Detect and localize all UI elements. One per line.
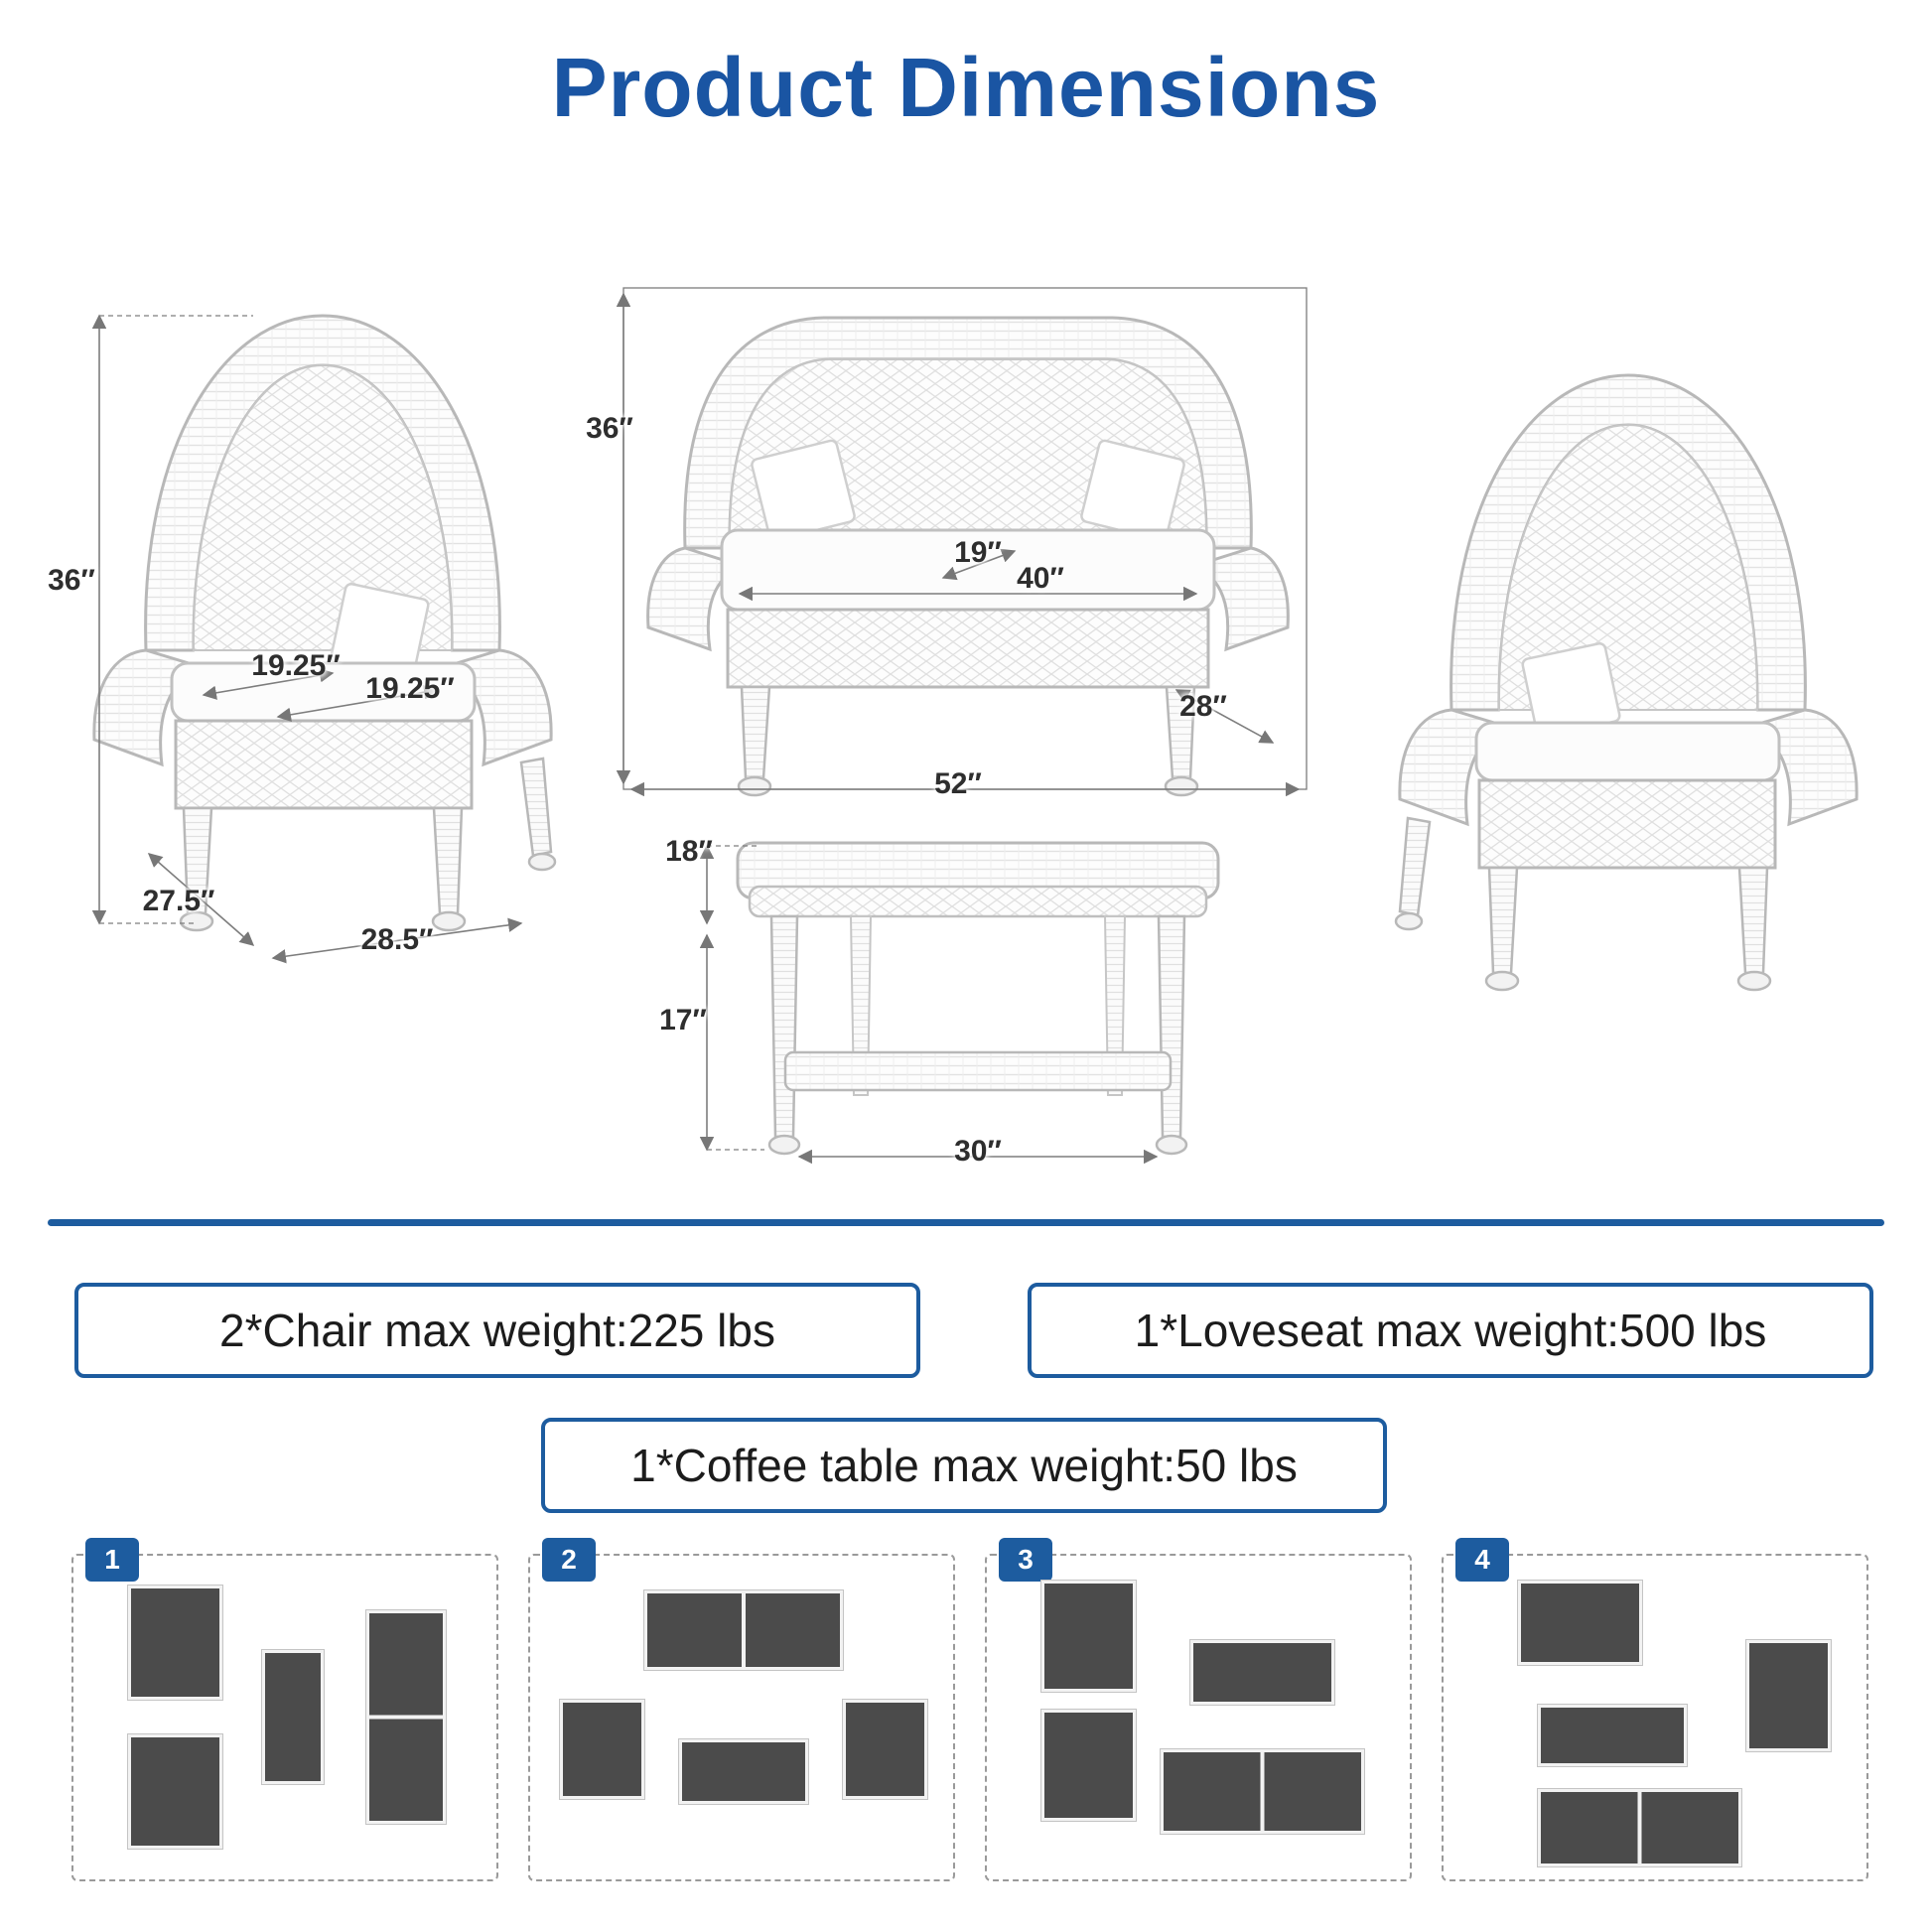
dim-table-width: 30″ [954, 1135, 1002, 1168]
chair-piece [559, 1699, 645, 1800]
table-piece [1189, 1639, 1335, 1706]
dim-table-height: 17″ [659, 1004, 707, 1036]
section-divider [48, 1219, 1884, 1226]
layout-option-1: 1 [71, 1538, 498, 1881]
layout-option-4: 4 [1442, 1538, 1868, 1881]
dim-chair-seat-width: 19.25″ [365, 672, 455, 705]
dim-chair-depth: 27.5″ [142, 885, 215, 917]
table-weight-note: 1*Coffee table max weight:50 lbs [541, 1418, 1387, 1513]
chair-piece [1040, 1709, 1137, 1822]
coffee-table-illustration [736, 841, 1220, 1156]
dim-chair-seat-depth: 19.25″ [251, 649, 341, 682]
dim-loveseat-height: 36″ [586, 412, 633, 445]
table-piece [678, 1738, 809, 1805]
dim-chair-height: 36″ [48, 564, 95, 597]
chair-piece [127, 1733, 223, 1850]
chair-piece [842, 1699, 928, 1800]
loveseat-weight-note: 1*Loveseat max weight:500 lbs [1028, 1283, 1873, 1378]
loveseat-piece [1537, 1788, 1742, 1867]
layout-option-3: 3 [985, 1538, 1412, 1881]
chair-weight-text: 2*Chair max weight:225 lbs [219, 1305, 775, 1356]
loveseat-piece [1160, 1748, 1365, 1835]
dim-loveseat-seat-depth: 19″ [954, 536, 1002, 569]
layout-4-badge: 4 [1455, 1538, 1509, 1582]
chair-piece [1040, 1580, 1137, 1693]
chair-piece [1517, 1580, 1643, 1666]
table-piece [1537, 1704, 1688, 1767]
dimension-diagram [91, 287, 1859, 1165]
dim-loveseat-seat-width: 40″ [1017, 562, 1064, 595]
layout-4-number: 4 [1474, 1544, 1490, 1575]
loveseat-piece [643, 1589, 844, 1671]
layout-2-badge: 2 [542, 1538, 596, 1582]
layout-2-number: 2 [561, 1544, 577, 1575]
layout-1-badge: 1 [85, 1538, 139, 1582]
loveseat-piece [365, 1609, 447, 1825]
table-weight-text: 1*Coffee table max weight:50 lbs [630, 1440, 1298, 1491]
chair-piece [1745, 1639, 1832, 1752]
chair-right-illustration [1394, 373, 1859, 992]
chair-left-illustration [92, 314, 557, 932]
loveseat-weight-text: 1*Loveseat max weight:500 lbs [1134, 1305, 1767, 1356]
dim-table-top-depth: 18″ [665, 835, 713, 868]
chair-piece [127, 1585, 223, 1701]
table-piece [261, 1649, 325, 1785]
dim-loveseat-width: 52″ [934, 767, 982, 800]
layout-3-badge: 3 [999, 1538, 1052, 1582]
layout-1-number: 1 [104, 1544, 120, 1575]
layout-3-number: 3 [1018, 1544, 1034, 1575]
dim-chair-width: 28.5″ [360, 923, 434, 956]
dim-loveseat-depth: 28″ [1179, 690, 1227, 723]
chair-weight-note: 2*Chair max weight:225 lbs [74, 1283, 920, 1378]
page-title: Product Dimensions [551, 41, 1381, 134]
layout-option-2: 2 [528, 1538, 955, 1881]
dimension-lines [91, 287, 1308, 1165]
